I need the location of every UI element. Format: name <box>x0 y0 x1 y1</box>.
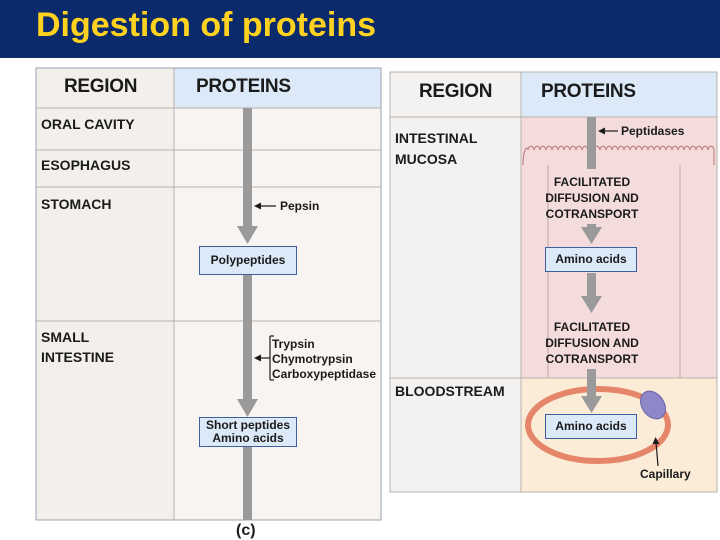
right-region-header: REGION <box>419 81 493 102</box>
region-mucosa: MUCOSA <box>395 151 458 167</box>
process-2-line-3: COTRANSPORT <box>545 352 639 366</box>
process-2-line-1: FACILITATED <box>553 320 631 334</box>
process-2-line-2: DIFFUSION AND <box>545 336 639 350</box>
region-intestinal: INTESTINAL <box>395 130 478 146</box>
left-region-header: REGION <box>64 76 138 97</box>
left-panel-frame <box>35 67 382 521</box>
right-proteins-header: PROTEINS <box>541 81 636 102</box>
region-stomach: STOMACH <box>41 196 112 212</box>
capillary-label: Capillary <box>640 467 691 481</box>
mucosa-amino-acids-box: Amino acids <box>545 247 637 272</box>
capillary-pointer <box>652 437 660 467</box>
process-1-line-1: FACILITATED <box>553 175 631 189</box>
left-proteins-header: PROTEINS <box>196 76 291 97</box>
peptidases-pointer <box>598 127 618 135</box>
small-intestine-enzyme-bracket <box>254 335 274 381</box>
product-polypeptides: Polypeptides <box>199 246 297 275</box>
region-esophagus: ESOPHAGUS <box>41 157 131 173</box>
mucosa-amino-acids-label: Amino acids <box>555 252 627 266</box>
right-main-arrow <box>581 117 602 413</box>
bloodstream-amino-acids-label: Amino acids <box>555 419 627 433</box>
product-amino-acids-label: Amino acids <box>212 431 284 445</box>
enzyme-trypsin: Trypsin <box>272 337 315 351</box>
region-small: SMALL <box>41 329 90 345</box>
enzyme-carboxypeptidase: Carboxypeptidase <box>272 367 377 381</box>
region-intestine: INTESTINE <box>41 349 115 365</box>
figure-caption: (c) <box>236 522 256 539</box>
left-main-arrow <box>237 108 258 520</box>
enzyme-chymotrypsin: Chymotrypsin <box>272 352 353 366</box>
region-oral-cavity: ORAL CAVITY <box>41 116 135 132</box>
enzyme-peptidases: Peptidases <box>621 124 685 138</box>
slide-title: Digestion of proteins <box>36 6 376 44</box>
bloodstream-amino-acids-box: Amino acids <box>545 414 637 439</box>
microvilli-border <box>522 145 715 166</box>
process-facilitated-diffusion-1: FACILITATED DIFFUSION AND COTRANSPORT <box>541 174 643 222</box>
product-short-peptides-label: Short peptides <box>205 418 290 432</box>
title-bar <box>0 0 720 58</box>
enzyme-pepsin: Pepsin <box>280 199 320 213</box>
process-facilitated-diffusion-2: FACILITATED DIFFUSION AND COTRANSPORT <box>541 319 643 367</box>
product-short-peptides-amino-acids: Short peptides Amino acids <box>199 417 297 447</box>
pepsin-pointer <box>254 202 276 210</box>
product-polypeptides-label: Polypeptides <box>210 253 286 267</box>
region-bloodstream: BLOODSTREAM <box>395 383 505 399</box>
capillary-shape <box>525 386 671 464</box>
process-1-line-2: DIFFUSION AND <box>545 191 639 205</box>
process-1-line-3: COTRANSPORT <box>545 207 639 221</box>
